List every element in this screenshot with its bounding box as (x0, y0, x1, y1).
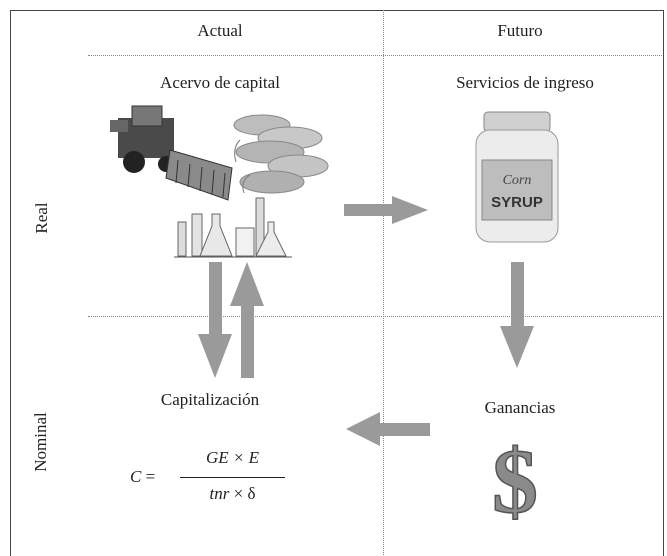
corn-illustration (233, 114, 329, 194)
harvester-header (165, 149, 233, 201)
arrows (198, 196, 534, 446)
arrow-down-income-to-earnings (500, 262, 534, 368)
jar-label-syrup: SYRUP (491, 194, 543, 211)
formula-numerator-text: GE × E (205, 448, 260, 467)
column-header-future: Futuro (497, 21, 543, 40)
lab-glassware-illustration (174, 197, 292, 258)
harvester-cab (131, 105, 163, 127)
formula-numerator: GE × E (180, 448, 285, 468)
capitalization-formula: C = GE × E tnr × δ (130, 444, 290, 510)
quadrant-title-earnings: Ganancias (484, 398, 556, 417)
arrow-up-capitalization-to-capital (230, 262, 264, 378)
flask-2 (255, 221, 287, 257)
diagram-frame (10, 10, 664, 556)
header-divider (88, 55, 662, 56)
column-header-current: Actual (197, 21, 243, 40)
beaker-1 (191, 213, 203, 257)
arrow-left-earnings-to-capitalization (346, 412, 430, 446)
jar-lid (483, 111, 551, 133)
harvester-spout (110, 120, 128, 132)
jar-label (481, 159, 553, 221)
harvester-wheel-front (123, 151, 145, 173)
formula-variable-c: C (130, 467, 142, 486)
corn-cob-5 (239, 170, 305, 194)
formula-denominator-rest: × δ (233, 484, 256, 503)
formula-fraction-bar (180, 477, 285, 478)
formula-lhs: C = (130, 467, 155, 487)
formula-equals: = (145, 467, 156, 486)
formula-denominator: tnr × δ (180, 484, 285, 504)
formula-denominator-var: tnr (209, 484, 230, 503)
row-divider (88, 316, 662, 317)
harvester-illustration (110, 105, 233, 201)
quadrant-title-income-services: Servicios de ingreso (456, 73, 594, 92)
quadrant-title-capitalization: Capitalización (160, 390, 260, 409)
test-tube-1 (177, 221, 187, 257)
arrow-right-capital-to-income (344, 196, 428, 224)
beaker-2 (235, 227, 255, 257)
dollar-icon: $ (492, 430, 538, 532)
arrow-down-capital-to-capitalization (198, 262, 232, 378)
column-divider (383, 10, 384, 555)
dollar-sign-illustration: $ (491, 429, 539, 533)
flask-1 (199, 213, 233, 257)
corn-syrup-jar-illustration: Corn SYRUP (475, 111, 559, 243)
jar-label-corn: Corn (503, 173, 532, 188)
quadrant-title-capital-stock: Acervo de capital (160, 73, 280, 92)
